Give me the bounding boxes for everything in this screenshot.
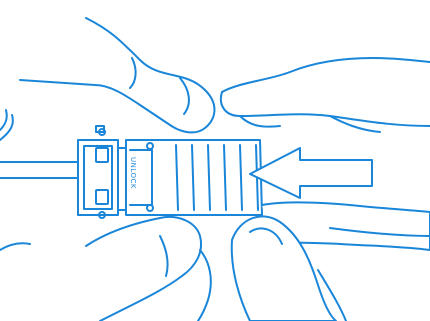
bottom-left-finger — [85, 216, 212, 321]
bottom-right-fingers — [261, 201, 430, 251]
unlock-label: UNLOCK — [129, 157, 137, 189]
connector-plug — [77, 128, 127, 219]
top-right-fingers — [220, 57, 430, 133]
pull-direction-arrow — [249, 147, 373, 199]
cable — [0, 109, 79, 251]
connector-hood: UNLOCK — [125, 139, 263, 216]
top-thumb — [19, 17, 216, 134]
bottom-thumb — [230, 215, 347, 321]
